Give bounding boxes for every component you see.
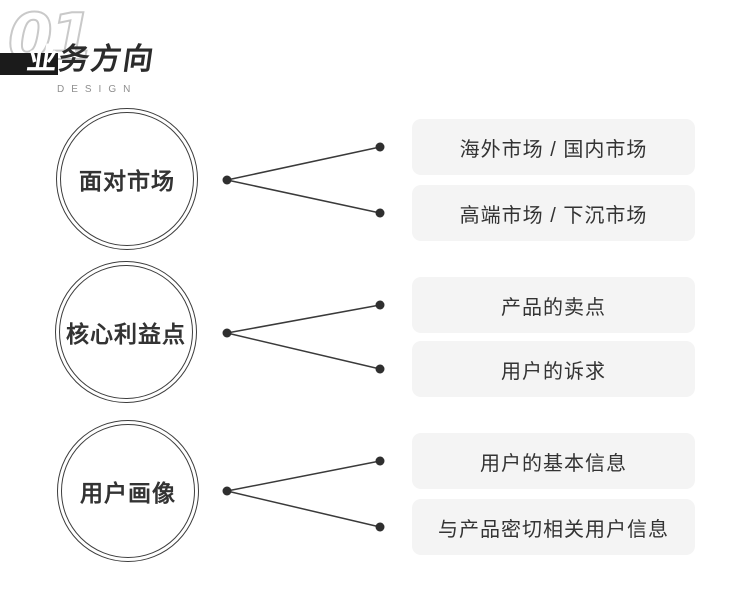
circle-label: 核心利益点	[66, 321, 186, 347]
item-label: 产品的卖点	[501, 296, 606, 319]
item-box-product-related-info: 与产品密切相关用户信息	[412, 499, 695, 555]
connector-line	[226, 304, 381, 334]
connector-line	[226, 146, 381, 181]
header-subtitle: DESIGN	[57, 84, 138, 95]
connector-line	[226, 460, 381, 492]
page-title-rest: 务方向	[56, 43, 158, 76]
circle-user-portrait: 用户画像	[57, 420, 199, 562]
connector-dot	[375, 300, 385, 310]
connector-dot	[222, 328, 232, 338]
page-title-first-char: 业	[24, 43, 62, 76]
circle-core-benefits: 核心利益点	[55, 261, 197, 403]
connector-dot	[375, 456, 385, 466]
item-label: 高端市场 / 下沉市场	[459, 204, 648, 227]
item-box-user-basic-info: 用户的基本信息	[412, 433, 695, 489]
item-box-overseas-domestic: 海外市场 / 国内市场	[412, 119, 695, 175]
connector-dot	[222, 175, 232, 185]
circle-facing-market: 面对市场	[56, 108, 198, 250]
item-label: 与产品密切相关用户信息	[438, 518, 669, 541]
circle-label: 用户画像	[80, 480, 176, 506]
item-box-highend-sinking: 高端市场 / 下沉市场	[412, 185, 695, 241]
connector-dot	[375, 208, 385, 218]
circle-label: 面对市场	[79, 168, 175, 194]
connector-dot	[375, 364, 385, 374]
item-box-user-demands: 用户的诉求	[412, 341, 695, 397]
header-accent-bar	[0, 53, 58, 75]
item-label: 用户的诉求	[501, 360, 606, 383]
connector-dot	[375, 142, 385, 152]
item-label: 用户的基本信息	[480, 452, 627, 475]
item-label: 海外市场 / 国内市场	[459, 138, 648, 161]
page-title: 业务方向	[24, 43, 158, 76]
connector-dot	[375, 522, 385, 532]
connector-line	[226, 490, 381, 528]
connector-line	[226, 179, 381, 214]
item-box-selling-points: 产品的卖点	[412, 277, 695, 333]
connector-line	[226, 332, 381, 370]
connector-dot	[222, 486, 232, 496]
